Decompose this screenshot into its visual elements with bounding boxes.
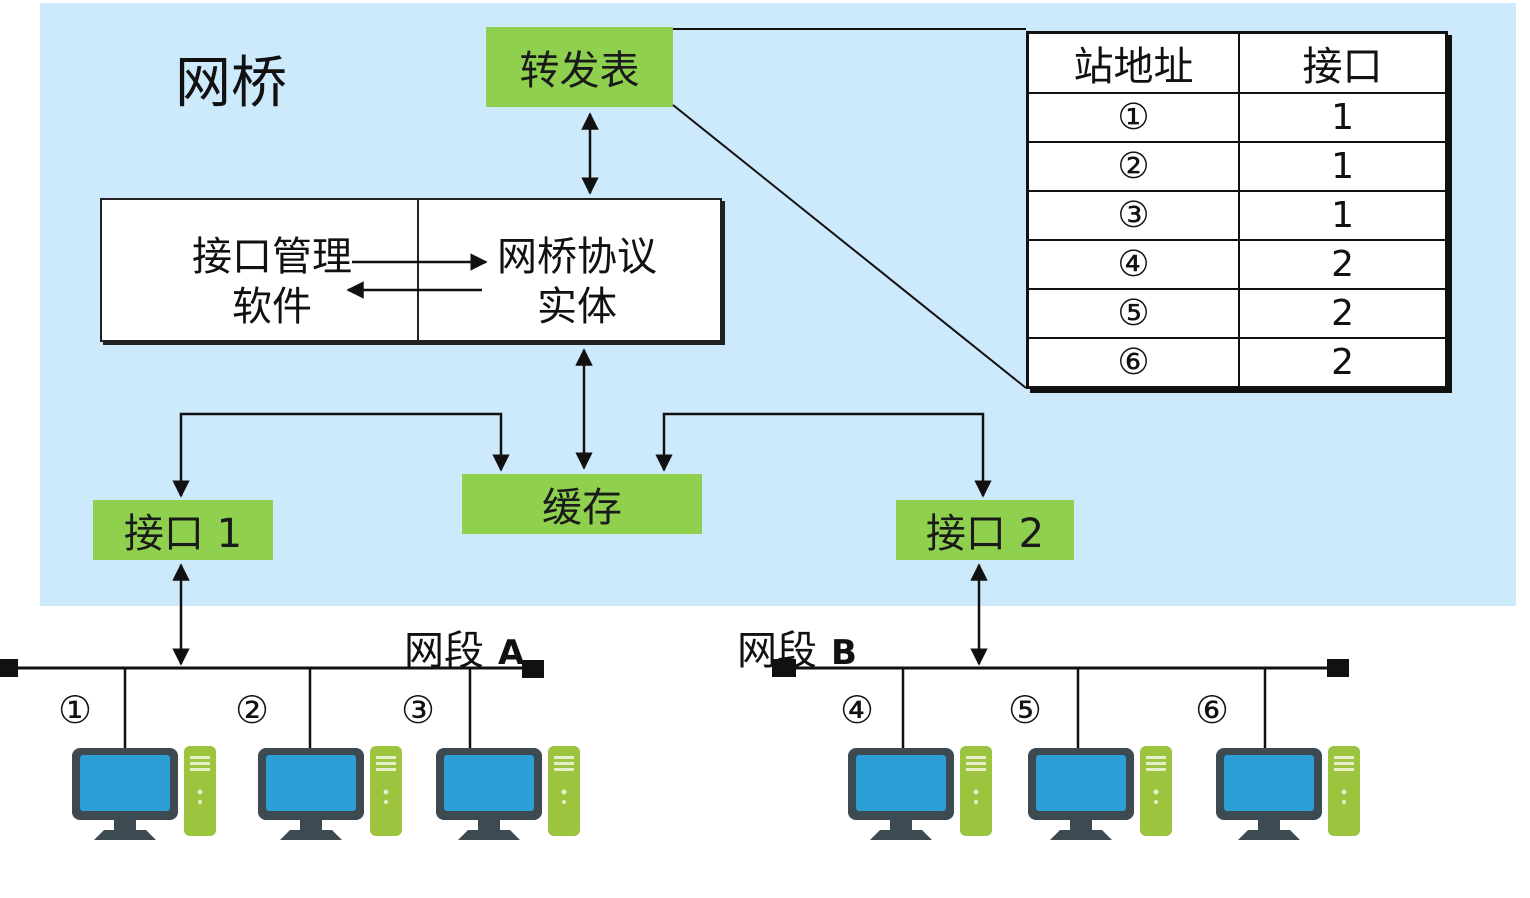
host-number-1: ①: [58, 688, 93, 732]
segment-b-terminator-left: [772, 659, 796, 677]
protocol-line1: 网桥协议: [497, 234, 657, 280]
port-management-line2: 软件: [232, 284, 312, 330]
arrow-if1-buffer: [172, 412, 510, 498]
interface-2-label: 接口 2: [925, 511, 1045, 557]
forwarding-table-label: 转发表: [519, 48, 640, 94]
header-interface: 接口: [1238, 31, 1448, 94]
forwarding-table-box: 转发表: [486, 27, 673, 107]
buffer-label: 缓存: [542, 485, 622, 531]
host-number-3: ③: [401, 688, 436, 732]
host-number-4: ④: [840, 688, 875, 732]
computer-icon: [848, 746, 992, 840]
station-cell: ⑤: [1026, 287, 1241, 339]
interface-1-label: 接口 1: [123, 511, 243, 557]
interface-cell: 1: [1238, 189, 1448, 241]
computer-icon: [436, 746, 580, 840]
segment-a-text: 网段: [404, 628, 484, 674]
interface-2-box: 接口 2: [896, 500, 1074, 560]
station-cell: ①: [1026, 92, 1241, 143]
interface-cell: 2: [1238, 238, 1448, 290]
interface-cell: 1: [1238, 140, 1448, 192]
computer-icon: [1028, 746, 1172, 840]
segment-b-terminator-right: [1327, 659, 1349, 677]
station-cell: ③: [1026, 189, 1241, 241]
segment-a-terminator-left: [0, 659, 18, 677]
segment-a-terminator-right: [522, 660, 544, 678]
host-number-2: ②: [235, 688, 270, 732]
arrow-buffer-if2: [655, 412, 992, 498]
station-cell: ②: [1026, 140, 1241, 192]
bridge-title: 网桥: [175, 51, 287, 116]
zoom-line-bottom: [672, 104, 1027, 389]
protocol-line2: 实体: [537, 284, 617, 330]
station-cell: ⑥: [1026, 336, 1241, 389]
computer-icon: [258, 746, 402, 840]
segment-b-letter: B: [831, 633, 857, 673]
processing-divider: [417, 200, 419, 340]
interface-cell: 2: [1238, 287, 1448, 339]
segment-a-letter: A: [498, 633, 525, 673]
station-cell: ④: [1026, 238, 1241, 290]
processing-box: 接口管理 软件 网桥协议 实体: [100, 198, 722, 342]
port-management-line1: 接口管理: [192, 234, 352, 280]
interface-cell: 1: [1238, 92, 1448, 143]
host-number-6: ⑥: [1195, 688, 1230, 732]
bridge-protocol-entity: 网桥协议 实体: [477, 232, 677, 332]
header-station-address: 站地址: [1026, 31, 1241, 94]
segment-a-label: 网段 A: [404, 618, 524, 676]
segment-b-label: 网段 B: [737, 618, 857, 676]
interface-1-box: 接口 1: [93, 500, 273, 560]
segment-b-text: 网段: [737, 628, 817, 674]
interface-cell: 2: [1238, 336, 1448, 389]
computer-icon: [1216, 746, 1360, 840]
computer-icon: [72, 746, 216, 840]
port-management-software: 接口管理 软件: [142, 232, 402, 332]
host-number-5: ⑤: [1008, 688, 1043, 732]
table-header-row: 站地址 接口: [1026, 31, 1448, 94]
